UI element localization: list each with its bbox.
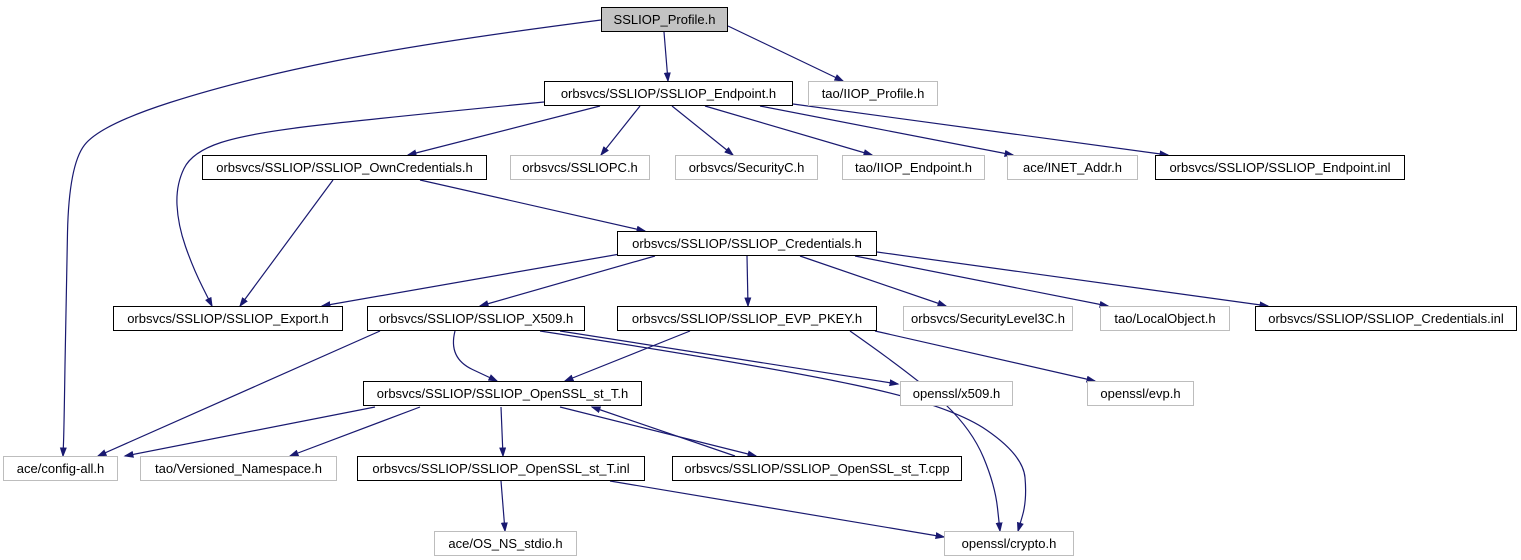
graph-node-owncred[interactable]: orbsvcs/SSLIOP/SSLIOP_OwnCredentials.h bbox=[202, 155, 487, 180]
edge-openssl_st_cpp-to-openssl_st_h bbox=[590, 406, 736, 457]
edge-endpoint_h-to-inet_addr bbox=[759, 105, 1015, 157]
edge-x509_h-to-openssl_st_h bbox=[452, 330, 499, 382]
graph-node-os_ns_stdio: ace/OS_NS_stdio.h bbox=[434, 531, 577, 556]
edge-evp_pkey-to-openssl_evp bbox=[874, 330, 1097, 383]
edge-openssl_st_h-to-versioned_ns bbox=[288, 406, 421, 457]
graph-node-cred_inl[interactable]: orbsvcs/SSLIOP/SSLIOP_Credentials.inl bbox=[1255, 306, 1517, 331]
edge-x509_h-to-openssl_crypto bbox=[539, 330, 1027, 533]
graph-node-x509_h[interactable]: orbsvcs/SSLIOP/SSLIOP_X509.h bbox=[367, 306, 585, 331]
graph-node-endpoint_h[interactable]: orbsvcs/SSLIOP/SSLIOP_Endpoint.h bbox=[544, 81, 793, 106]
edge-x509_h-to-openssl_x509 bbox=[559, 330, 900, 387]
graph-node-openssl_st_cpp[interactable]: orbsvcs/SSLIOP/SSLIOP_OpenSSL_st_T.cpp bbox=[672, 456, 962, 481]
graph-node-openssl_st_inl[interactable]: orbsvcs/SSLIOP/SSLIOP_OpenSSL_st_T.inl bbox=[357, 456, 645, 481]
graph-node-profile: SSLIOP_Profile.h bbox=[601, 7, 728, 32]
graph-node-inet_addr: ace/INET_Addr.h bbox=[1007, 155, 1138, 180]
edge-profile-to-endpoint_h bbox=[663, 31, 671, 83]
edge-owncred-to-export_h bbox=[239, 179, 334, 308]
graph-node-securityc: orbsvcs/SecurityC.h bbox=[675, 155, 818, 180]
edge-endpoint_h-to-iiop_endpoint bbox=[704, 105, 874, 156]
graph-node-openssl_evp: openssl/evp.h bbox=[1087, 381, 1194, 406]
edge-profile-to-iiop_profile bbox=[727, 25, 845, 82]
edge-profile-to-config_all bbox=[59, 19, 602, 458]
edge-x509_h-to-config_all bbox=[96, 330, 381, 457]
graph-node-versioned_ns: tao/Versioned_Namespace.h bbox=[140, 456, 337, 481]
graph-node-endpoint_inl[interactable]: orbsvcs/SSLIOP/SSLIOP_Endpoint.inl bbox=[1155, 155, 1405, 180]
edge-endpoint_h-to-endpoint_inl bbox=[792, 103, 1170, 158]
edge-credentials_h-to-export_h bbox=[320, 253, 621, 308]
graph-node-config_all: ace/config-all.h bbox=[3, 456, 118, 481]
edge-endpoint_h-to-ssliopc bbox=[600, 105, 641, 157]
edge-endpoint_h-to-securityc bbox=[671, 105, 735, 156]
edge-evp_pkey-to-openssl_crypto bbox=[849, 330, 1003, 533]
edge-credentials_h-to-cred_inl bbox=[876, 251, 1270, 309]
graph-node-ssliopc: orbsvcs/SSLIOPC.h bbox=[510, 155, 650, 180]
edge-openssl_st_h-to-openssl_st_inl bbox=[499, 406, 507, 458]
graph-node-iiop_endpoint: tao/IIOP_Endpoint.h bbox=[842, 155, 985, 180]
edge-openssl_st_h-to-openssl_st_cpp bbox=[559, 406, 758, 458]
graph-node-localobject: tao/LocalObject.h bbox=[1100, 306, 1230, 331]
graph-node-openssl_st_h[interactable]: orbsvcs/SSLIOP/SSLIOP_OpenSSL_st_T.h bbox=[363, 381, 642, 406]
graph-node-iiop_profile: tao/IIOP_Profile.h bbox=[808, 81, 938, 106]
edge-credentials_h-to-seclevel3 bbox=[799, 255, 948, 307]
edge-openssl_st_inl-to-openssl_crypto bbox=[609, 480, 946, 540]
edge-credentials_h-to-x509_h bbox=[478, 255, 656, 308]
graph-node-credentials_h[interactable]: orbsvcs/SSLIOP/SSLIOP_Credentials.h bbox=[617, 231, 877, 256]
edge-credentials_h-to-evp_pkey bbox=[744, 255, 752, 308]
graph-node-openssl_crypto: openssl/crypto.h bbox=[944, 531, 1074, 556]
edge-owncred-to-credentials_h bbox=[419, 179, 647, 233]
graph-node-openssl_x509: openssl/x509.h bbox=[900, 381, 1013, 406]
graph-node-export_h[interactable]: orbsvcs/SSLIOP/SSLIOP_Export.h bbox=[113, 306, 343, 331]
edge-endpoint_h-to-export_h bbox=[176, 101, 545, 308]
edge-openssl_st_h-to-config_all bbox=[123, 406, 376, 458]
edge-openssl_st_inl-to-os_ns_stdio bbox=[500, 480, 508, 533]
edge-credentials_h-to-localobject bbox=[854, 255, 1110, 308]
edge-endpoint_h-to-owncred bbox=[406, 105, 601, 157]
graph-node-evp_pkey[interactable]: orbsvcs/SSLIOP/SSLIOP_EVP_PKEY.h bbox=[617, 306, 877, 331]
graph-node-seclevel3: orbsvcs/SecurityLevel3C.h bbox=[903, 306, 1073, 331]
edge-evp_pkey-to-openssl_st_h bbox=[563, 330, 691, 382]
